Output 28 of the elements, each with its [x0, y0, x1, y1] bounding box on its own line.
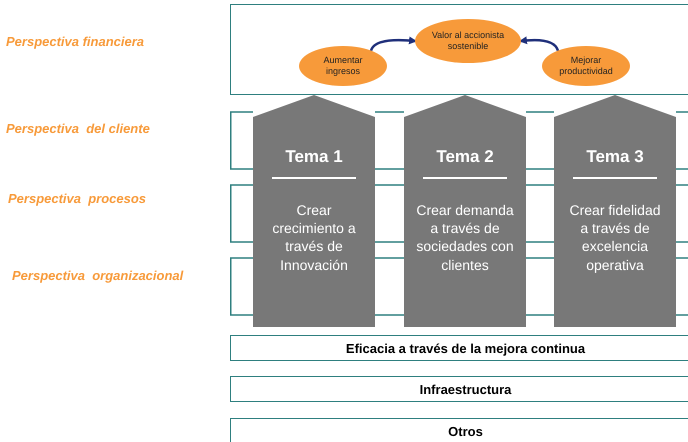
theme-description: Crear fidelidad a través de excelencia operativa: [568, 201, 662, 274]
layer-band: [230, 376, 688, 402]
goal-text: Mejorar productividad: [558, 55, 614, 77]
perspective-label: Perspectiva del cliente: [6, 121, 150, 136]
theme-arrow-shape: [554, 95, 676, 327]
band-label: Otros: [448, 424, 483, 438]
layer-band: [230, 335, 688, 361]
theme-title: Tema 2: [436, 147, 494, 167]
arrow: [519, 36, 560, 52]
layer-band: [230, 418, 688, 442]
goal-ellipse: [415, 19, 521, 63]
perspective-band: [230, 4, 688, 95]
theme-title: Tema 3: [586, 147, 644, 167]
goal-text: Aumentar ingresos: [322, 55, 364, 77]
perspective-label: Perspectiva organizacional: [12, 268, 184, 283]
theme-title: Tema 1: [285, 147, 343, 167]
goal-ellipse: [299, 46, 387, 86]
band-label: Eficacia a través de la mejora continua: [346, 340, 586, 356]
arrow: [370, 36, 417, 52]
goal-ellipse: [542, 46, 630, 86]
theme-arrow-shape: [253, 95, 375, 327]
theme-description: Crear demanda a través de sociedades con clientes: [415, 201, 515, 274]
goal-text: Valor al accionista sostenible: [430, 30, 506, 52]
theme-arrow-shape: [404, 95, 526, 327]
perspective-label: Perspectiva financiera: [6, 34, 144, 49]
theme-description: Crear crecimiento a través de Innovación: [271, 201, 357, 274]
band-label: Infraestructura: [420, 382, 512, 396]
perspective-label: Perspectiva procesos: [8, 191, 146, 206]
